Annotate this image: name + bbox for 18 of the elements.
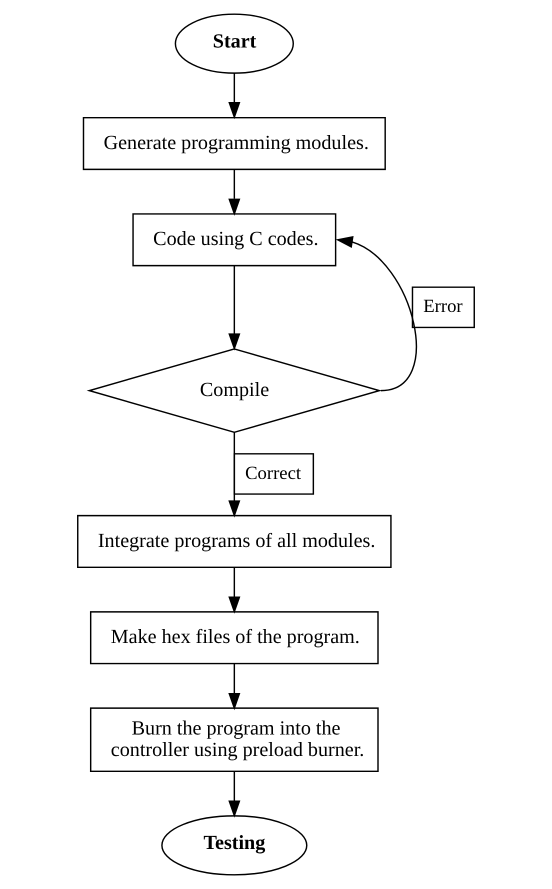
node-box: Generate programming modules.: [82, 116, 386, 170]
node-box: Integrate programs of all modules.: [77, 514, 392, 568]
arrow: [228, 664, 240, 710]
node-ellipse: Testing: [161, 815, 308, 876]
node-box: Burn the program into the controller using preload burner.: [90, 707, 379, 772]
node-ellipse: Start: [174, 13, 294, 74]
arrow: [228, 567, 240, 614]
node-box: Make hex files of the program.: [90, 611, 379, 664]
arrow: [228, 432, 240, 518]
arrow: [228, 170, 240, 216]
arrow: [228, 73, 240, 120]
edge-label: Correct: [245, 462, 302, 484]
arrow: [336, 236, 417, 392]
arrow: [228, 266, 240, 351]
node-box: Code using C codes.: [132, 213, 336, 266]
arrow: [228, 771, 240, 818]
edge-label: Error: [423, 296, 463, 318]
node-diamond: Compile: [86, 348, 382, 434]
